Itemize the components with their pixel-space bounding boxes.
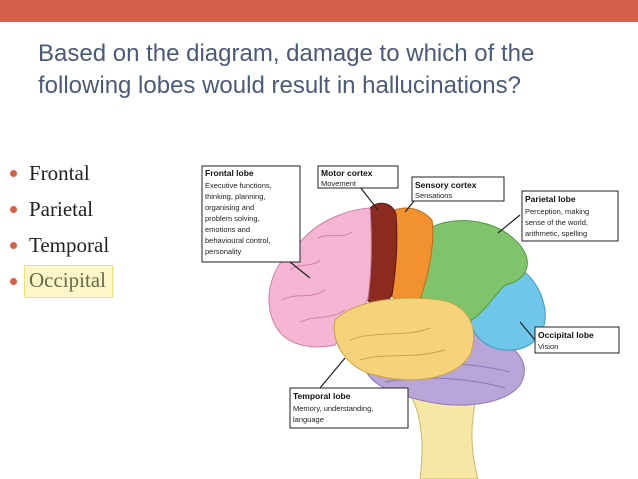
frontal-lobe-title: Frontal lobe xyxy=(205,168,254,178)
parietal-lobe-label: Parietal lobe Perception, making sense o… xyxy=(521,190,619,242)
parietal-lobe-title: Parietal lobe xyxy=(525,194,576,204)
option-label: Frontal xyxy=(29,160,90,185)
occipital-line: Vision xyxy=(538,342,558,351)
frontal-line: behavioural control, xyxy=(205,236,270,245)
answer-options: Frontal Parietal Temporal Occipital xyxy=(8,155,113,299)
parietal-line: Perception, making xyxy=(525,207,589,216)
sensory-cortex-title: Sensory cortex xyxy=(415,180,477,190)
bullet-icon xyxy=(10,205,17,213)
option-parietal[interactable]: Parietal xyxy=(8,191,113,227)
bullet-icon xyxy=(10,277,17,285)
parietal-line: arithmetic, spelling xyxy=(525,229,587,238)
frontal-line: emotions and xyxy=(205,225,250,234)
temporal-line: Memory, understanding, xyxy=(293,404,373,413)
temporal-lobe-title: Temporal lobe xyxy=(293,391,351,401)
sensory-line: Sensations xyxy=(415,191,452,200)
question-line-2: following lobes would result in hallucin… xyxy=(38,72,521,99)
question-line-1: Based on the diagram, damage to which of… xyxy=(38,40,535,67)
question-title: Based on the diagram, damage to which of… xyxy=(38,38,618,102)
parietal-line: sense of the world, xyxy=(525,218,588,227)
sensory-cortex-label: Sensory cortex Sensations xyxy=(411,176,505,202)
frontal-line: problem solving, xyxy=(205,214,260,223)
frontal-line: thinking, planning, xyxy=(205,192,265,201)
temporal-region xyxy=(333,297,475,381)
frontal-lobe-label: Frontal lobe Executive functions, thinki… xyxy=(201,165,301,263)
frontal-line: personality xyxy=(205,247,242,256)
option-occipital[interactable]: Occipital xyxy=(8,263,113,299)
motor-cortex-title: Motor cortex xyxy=(321,168,373,178)
frontal-line: Executive functions, xyxy=(205,181,272,190)
option-temporal[interactable]: Temporal xyxy=(8,227,113,263)
option-frontal[interactable]: Frontal xyxy=(8,155,113,191)
frontal-line: organising and xyxy=(205,203,254,212)
bullet-icon xyxy=(10,241,17,249)
top-accent-bar xyxy=(0,0,638,22)
bullet-icon xyxy=(10,169,17,177)
motor-cortex-label: Motor cortex Movement xyxy=(317,165,399,189)
motor-line: Movement xyxy=(321,179,357,188)
occipital-lobe-title: Occipital lobe xyxy=(538,330,594,340)
temporal-lobe-label: Temporal lobe Memory, understanding, lan… xyxy=(289,387,409,429)
option-label: Parietal xyxy=(29,196,94,221)
temporal-line: language xyxy=(293,415,324,424)
option-label: Temporal xyxy=(29,232,110,257)
option-label: Occipital xyxy=(24,264,113,298)
occipital-lobe-label: Occipital lobe Vision xyxy=(534,326,620,354)
